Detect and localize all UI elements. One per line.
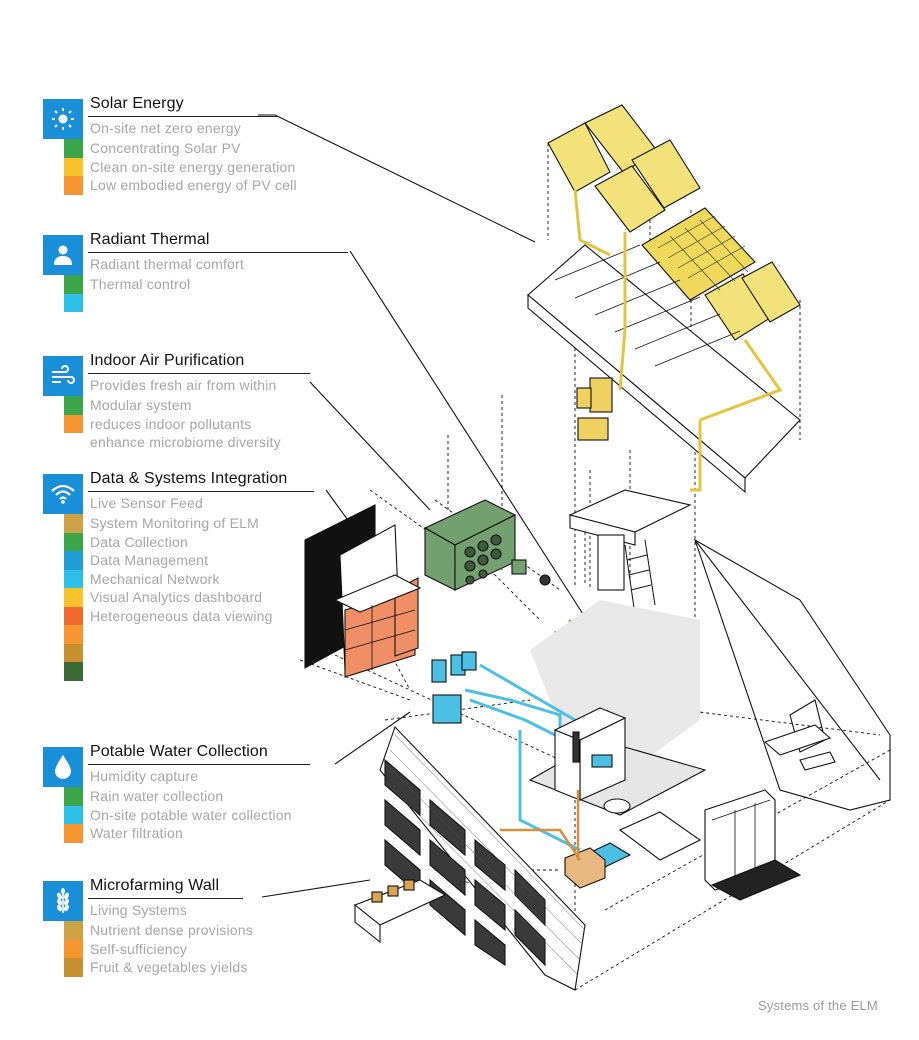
list-item: Nutrient dense provisions xyxy=(43,921,343,940)
title-underline xyxy=(88,764,310,765)
list-item: Visual Analytics dashboard xyxy=(43,588,343,607)
color-swatch xyxy=(64,787,83,806)
item-text: Live Sensor Feed xyxy=(90,495,203,511)
color-swatch xyxy=(64,157,83,176)
list-item: Modular system xyxy=(43,396,343,415)
sun-icon xyxy=(43,99,83,139)
color-swatch xyxy=(64,275,83,294)
color-swatch xyxy=(64,625,83,644)
section-title: Solar Energy xyxy=(90,95,184,112)
list-item xyxy=(43,662,343,681)
list-item: Fruit & vegetables yields xyxy=(43,958,343,977)
color-swatch xyxy=(64,662,83,681)
title-underline xyxy=(88,252,348,253)
color-swatch xyxy=(64,939,83,958)
color-swatch xyxy=(64,824,83,843)
list-item xyxy=(43,293,343,312)
color-swatch xyxy=(64,921,83,940)
color-swatch xyxy=(64,396,83,415)
list-item: Thermal control xyxy=(43,275,343,294)
list-item: Mechanical Network xyxy=(43,569,343,588)
item-text: On-site net zero energy xyxy=(90,120,241,136)
wifi-icon xyxy=(43,474,83,514)
color-swatch xyxy=(64,293,83,312)
color-swatch xyxy=(64,643,83,662)
roof-frame xyxy=(527,244,801,494)
section-title: Data & Systems Integration xyxy=(90,470,288,487)
item-text: Provides fresh air from within xyxy=(90,377,277,393)
section-data-systems: Data & Systems Integration Live Sensor F… xyxy=(43,470,343,681)
item-text: Radiant thermal comfort xyxy=(90,256,244,272)
color-swatch xyxy=(64,606,83,625)
title-underline xyxy=(88,898,243,899)
loft-bed xyxy=(568,489,692,591)
leader-lines xyxy=(258,114,591,898)
section-title: Potable Water Collection xyxy=(90,743,268,760)
title-underline xyxy=(88,116,278,117)
color-swatch xyxy=(64,176,83,195)
item-text: Living Systems xyxy=(90,902,187,918)
wheat-icon xyxy=(43,881,83,921)
wind-icon xyxy=(43,356,83,396)
list-item: Water filtration xyxy=(43,824,343,843)
item-text: Humidity capture xyxy=(90,768,199,784)
figure-caption: Systems of the ELM xyxy=(758,998,878,1013)
color-swatch xyxy=(64,588,83,607)
section-indoor-air: Indoor Air Purification Provides fresh a… xyxy=(43,352,343,452)
color-swatch xyxy=(64,958,83,977)
section-title: Microfarming Wall xyxy=(90,877,220,894)
list-item xyxy=(43,643,343,662)
section-radiant-thermal: Radiant Thermal Radiant thermal comfort … xyxy=(43,231,348,312)
color-swatch xyxy=(64,532,83,551)
section-title: Indoor Air Purification xyxy=(90,352,245,369)
list-item: enhance microbiome diversity xyxy=(90,434,281,450)
list-item: Concentrating Solar PV xyxy=(43,139,343,158)
list-item: Low embodied energy of PV cell xyxy=(43,176,343,195)
list-item: Data Collection xyxy=(43,532,343,551)
list-item: Self-sufficiency xyxy=(43,939,343,958)
person-icon xyxy=(43,235,83,275)
section-solar-energy: Solar Energy On-site net zero energy Con… xyxy=(43,95,343,195)
list-item: Clean on-site energy generation xyxy=(43,157,343,176)
water-drop-icon xyxy=(43,747,83,787)
title-underline xyxy=(88,491,314,492)
list-item: System Monitoring of ELM xyxy=(43,514,343,533)
list-item: On-site potable water collection xyxy=(43,805,343,824)
title-underline xyxy=(88,373,310,374)
list-item xyxy=(43,625,343,644)
list-item: Heterogeneous data viewing xyxy=(43,606,343,625)
color-swatch xyxy=(64,139,83,158)
list-item: Rain water collection xyxy=(43,787,343,806)
color-swatch xyxy=(64,414,83,433)
list-item: Data Management xyxy=(43,551,343,570)
water-system xyxy=(431,651,477,724)
bookshelf xyxy=(344,577,419,678)
section-potable-water: Potable Water Collection Humidity captur… xyxy=(43,743,343,843)
section-title: Radiant Thermal xyxy=(90,231,210,248)
list-item: reduces indoor pollutants xyxy=(43,414,343,433)
solar-panels xyxy=(547,104,801,341)
color-swatch xyxy=(64,569,83,588)
color-swatch xyxy=(64,551,83,570)
color-swatch xyxy=(64,805,83,824)
section-microfarming: Microfarming Wall Living Systems Nutrien… xyxy=(43,877,343,977)
color-swatch xyxy=(64,514,83,533)
